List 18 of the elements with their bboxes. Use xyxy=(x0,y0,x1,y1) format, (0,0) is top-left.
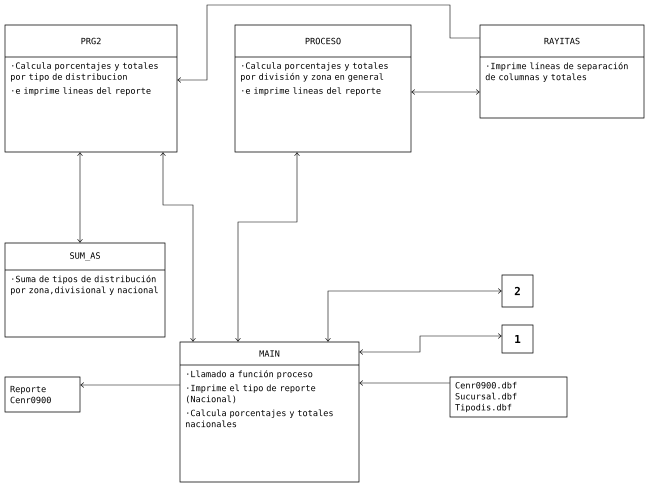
data-box: Cenr0900.dbf Sucursal.dbf Tipodis.dbf xyxy=(450,376,568,418)
connector-box: 2 xyxy=(502,274,534,308)
arrow xyxy=(80,382,180,388)
arrow xyxy=(177,4,480,83)
arrow xyxy=(325,288,502,342)
module-box: PROCESO ·Calcula porcentajes y totales por división y zona en general ·e imprime lineas del reporte xyxy=(234,24,412,152)
data-box: Reporte Cenr0900 xyxy=(4,376,80,412)
arrow xyxy=(160,152,196,342)
module-box: SUM_AS ·Suma de tipos de distribución por zona,divisional y nacional xyxy=(4,242,166,338)
arrow xyxy=(359,380,450,386)
module-box: RAYITAS ·Imprime líneas de separación de columnas y totales xyxy=(480,24,644,118)
module-box: PRG2 ·Calcula porcentajes y totales por tipo de distribucion ·e imprime lineas del reporte xyxy=(4,24,178,152)
arrow xyxy=(411,89,480,95)
arrow xyxy=(359,333,502,355)
connector-box: 1 xyxy=(502,324,534,354)
arrow xyxy=(235,152,300,342)
arrow xyxy=(77,152,83,243)
module-box: MAIN ·Llamado a función proceso ·Imprime el tipo de reporte (Nacional) ·Calcula porcentajes y totales nacionales xyxy=(180,342,360,482)
